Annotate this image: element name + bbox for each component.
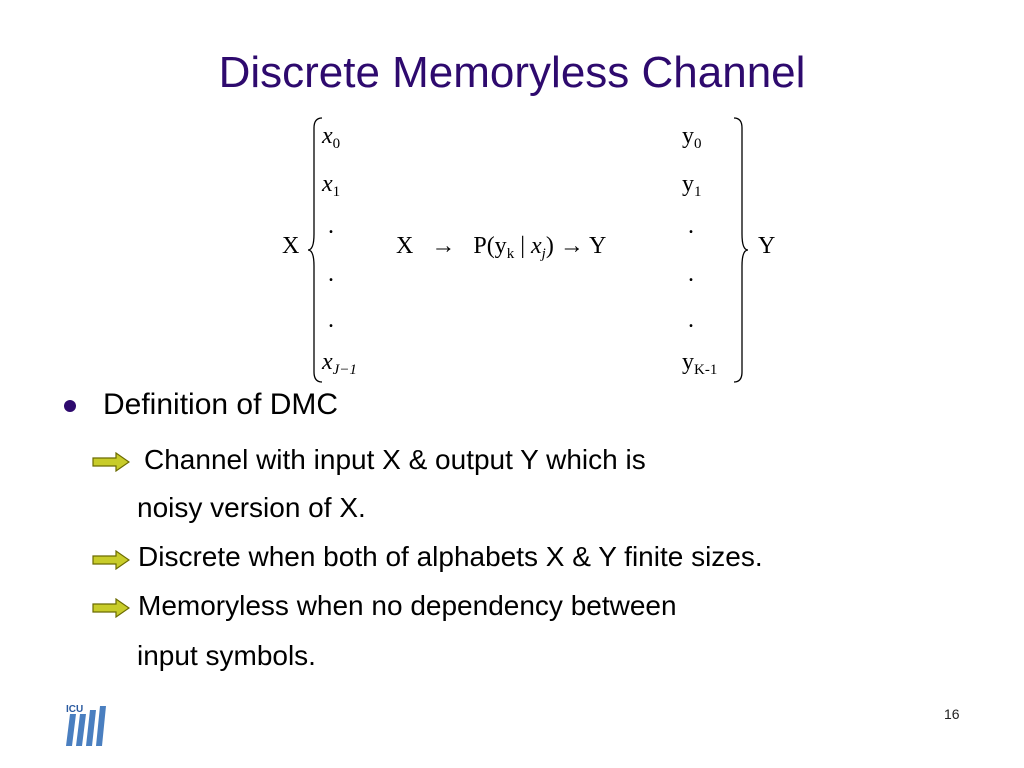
sub-bullet-line: input symbols. <box>137 640 316 671</box>
input-symbol: x0 <box>322 123 341 152</box>
output-set-label: Y <box>758 233 776 259</box>
input-ellipsis-dot: . <box>328 261 334 287</box>
slide-title: Discrete Memoryless Channel <box>218 48 806 97</box>
sub-bullet-line: Channel with input X & output Y which is <box>144 444 646 475</box>
icu-logo: ICU <box>64 702 112 748</box>
channel-output: Y <box>588 233 607 259</box>
channel-input: X <box>396 233 414 259</box>
sub-bullet-line: Memoryless when no dependency between <box>138 590 677 621</box>
output-symbol: yK-1 <box>682 349 718 378</box>
sub-bullet-line: noisy version of X. <box>137 492 366 523</box>
output-symbol: y1 <box>682 171 702 200</box>
arrow-icon: → <box>559 233 584 259</box>
arrow-icon: → <box>431 233 456 259</box>
channel-expression: X → P(yk | xj) → Y <box>396 233 607 262</box>
arrow-bullet-icon <box>92 452 130 472</box>
sub-bullet-line: Discrete when both of alphabets X & Y fi… <box>138 541 763 572</box>
page-number: 16 <box>944 706 960 722</box>
output-ellipsis-dot: . <box>688 213 694 239</box>
output-brace <box>733 117 749 383</box>
svg-text:ICU: ICU <box>66 704 83 715</box>
input-symbol: xJ−1 <box>322 349 357 378</box>
bullet-icon <box>64 400 76 412</box>
bullet-heading: Definition of DMC <box>103 388 339 421</box>
input-ellipsis-dot: . <box>328 213 334 239</box>
input-set-label: X <box>282 233 300 259</box>
output-symbol: y0 <box>682 123 702 152</box>
input-symbol: x1 <box>322 171 341 200</box>
input-brace <box>307 117 323 383</box>
output-ellipsis-dot: . <box>688 307 694 333</box>
input-ellipsis-dot: . <box>328 307 334 333</box>
output-ellipsis-dot: . <box>688 261 694 287</box>
arrow-bullet-icon <box>92 550 130 570</box>
arrow-bullet-icon <box>92 598 130 618</box>
